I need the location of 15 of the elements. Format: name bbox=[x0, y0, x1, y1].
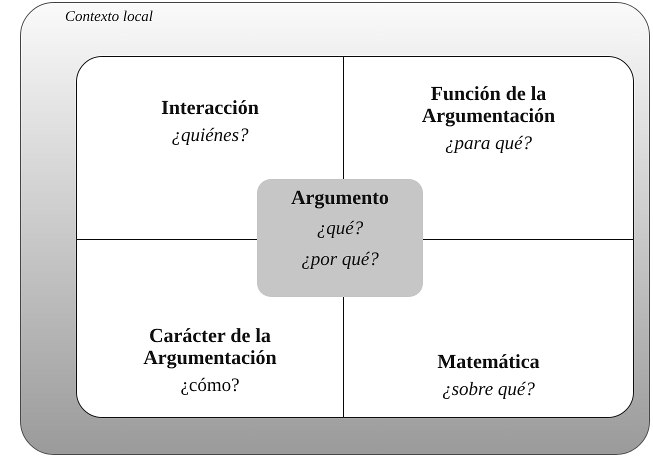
center-box bbox=[257, 179, 423, 297]
question-text: ¿cómo? bbox=[179, 375, 241, 397]
quadrant-heading: Carácter de la Argumentación bbox=[142, 325, 278, 369]
quadrant-heading: Matemática bbox=[436, 351, 541, 373]
context-label: Contexto local bbox=[65, 9, 153, 26]
question-text: ¿qué? bbox=[316, 218, 364, 240]
quadrant-heading: Función de la Argumentación bbox=[420, 83, 556, 127]
quadrant-board bbox=[76, 56, 634, 418]
question-text: ¿para qué? bbox=[444, 133, 534, 155]
question-text: ¿quiénes? bbox=[170, 125, 250, 147]
question-text: ¿por qué? bbox=[300, 249, 380, 271]
question-text: ¿sobre qué? bbox=[441, 379, 536, 401]
context-panel bbox=[20, 2, 650, 455]
quadrant-heading: Interacción bbox=[160, 97, 260, 119]
center-heading: Argumento bbox=[290, 187, 390, 209]
